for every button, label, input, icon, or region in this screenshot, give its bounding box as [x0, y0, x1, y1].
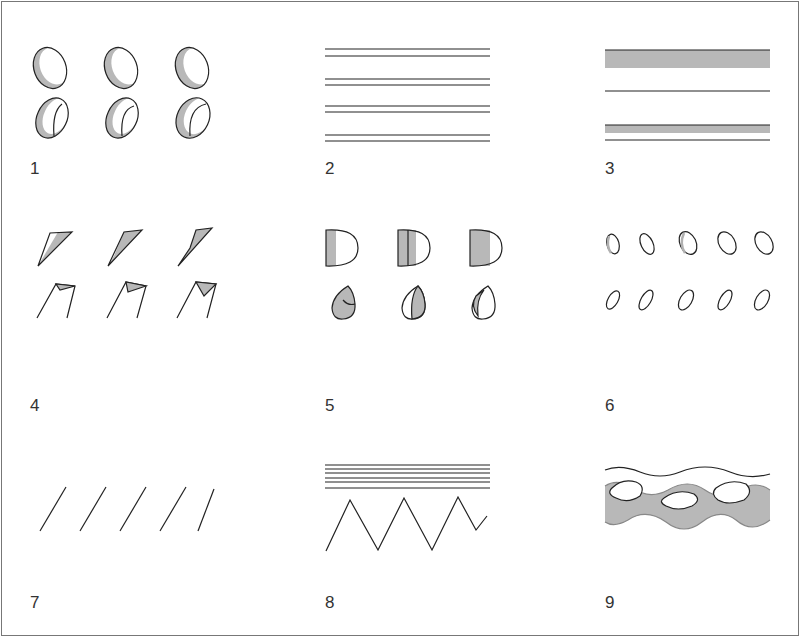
pebble-light	[37, 94, 75, 139]
callout-number: 8	[325, 594, 334, 611]
callout-number: 4	[30, 397, 39, 414]
pebble-light	[178, 93, 218, 138]
grey-band	[605, 125, 770, 133]
pebble-ridge	[190, 104, 206, 136]
half-disc-sketch	[326, 230, 502, 319]
pebble-outline	[99, 43, 143, 93]
pebble-ridge	[54, 104, 62, 136]
pebble-light	[107, 94, 145, 139]
grain-sketch	[604, 229, 777, 313]
pebble-sketch	[28, 43, 218, 93]
callout-number: 6	[605, 397, 614, 414]
double-lines	[325, 49, 490, 141]
pebble-outline	[28, 43, 72, 93]
pebble-shade	[30, 93, 75, 144]
lines-and-zigzag	[325, 465, 490, 551]
pebble-ridge	[122, 106, 134, 136]
pebble-outline	[170, 92, 217, 144]
slash-lines	[40, 487, 214, 531]
pebble-shade	[100, 93, 145, 144]
callout-number: 1	[30, 160, 39, 177]
callout-number: 5	[325, 397, 334, 414]
pebble-outline	[170, 43, 214, 93]
callout-number: 3	[605, 160, 614, 177]
pebble-outline	[100, 93, 145, 144]
pebble-sketch	[30, 92, 218, 144]
callout-number: 2	[325, 160, 334, 177]
wedge-sketch	[37, 228, 216, 318]
callout-number: 7	[30, 594, 39, 611]
band-lines	[605, 50, 770, 140]
pebble-outline	[30, 93, 75, 144]
callout-number: 9	[605, 594, 614, 611]
wavy-layer	[605, 467, 770, 529]
grey-band	[605, 50, 770, 68]
